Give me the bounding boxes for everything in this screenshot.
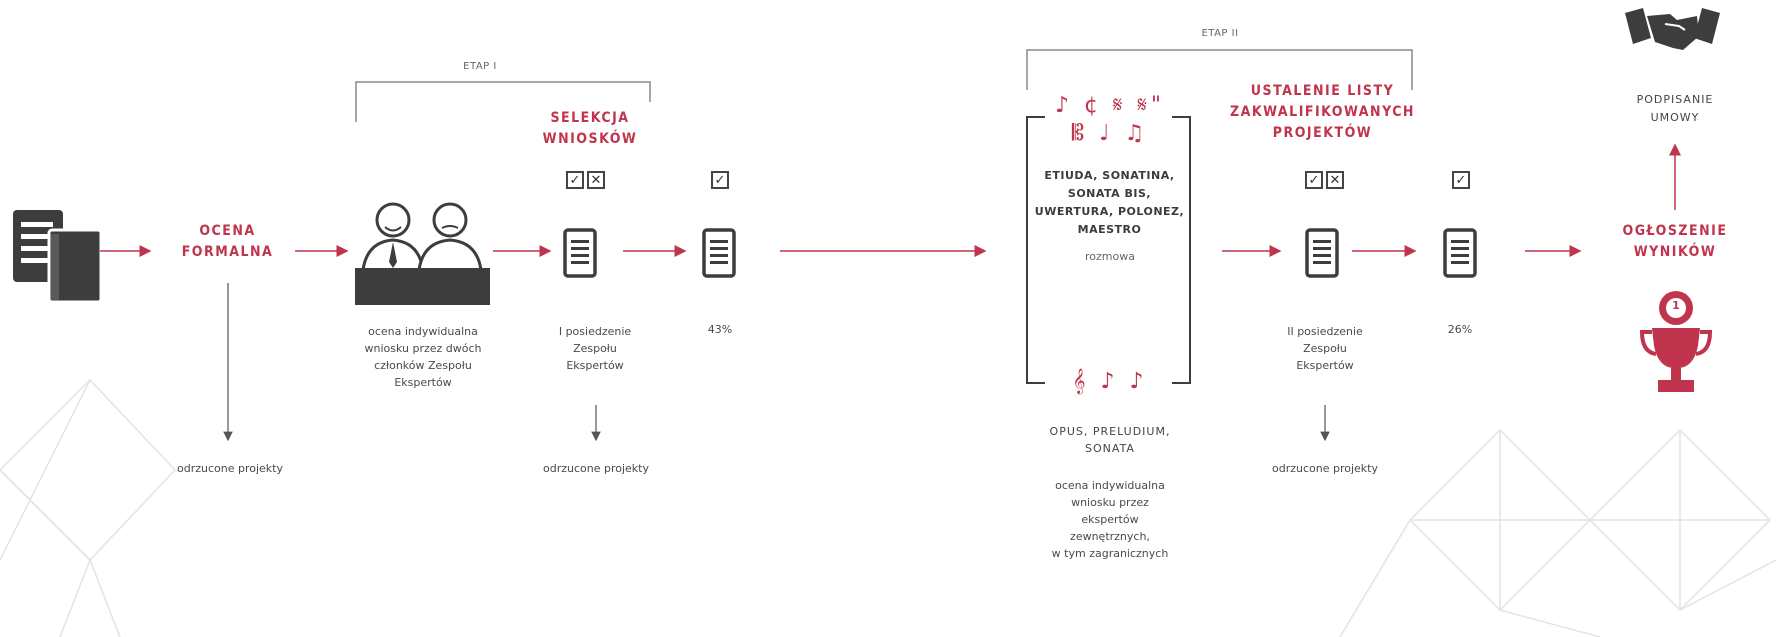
announcement-title: OGŁOSZENIE WYNIKÓW (1622, 223, 1728, 260)
rejected-formal-label: odrzucone projekty (176, 462, 283, 475)
documents-icon (13, 210, 103, 304)
top-programs: ETIUDA, SONATINA, SONATA BIS, UWERTURA, … (1034, 169, 1185, 236)
list-checkboxes: ✓ ✕ (1305, 171, 1344, 189)
check-icon: ✓ (566, 171, 584, 189)
document-icon (563, 228, 597, 278)
meeting1-description: I posiedzenie Zespołu Ekspertów (558, 325, 632, 372)
checkbox-icon: ✓ (1452, 171, 1470, 189)
qualified-list-title: USTALENIE LISTY ZAKWALIFIKOWANYCH PROJEK… (1230, 83, 1415, 141)
interview-label: rozmowa (1085, 250, 1135, 263)
meeting2-description: II posiedzenie Zespołu Ekspertów (1287, 325, 1363, 372)
document-icon (1443, 228, 1477, 278)
trophy-icon (1639, 291, 1713, 392)
stage2-percent: 26% (1447, 323, 1473, 336)
document-icon (702, 228, 736, 278)
experts-description: ocena indywidualna wniosku przez dwóch c… (364, 325, 482, 389)
stage2-label: ETAP II (1201, 28, 1239, 39)
music-notes-icon: 𝄞 ♪ ♪ (1072, 369, 1148, 394)
selection-title: SELEKCJA WNIOSKÓW (542, 110, 638, 147)
experts-icon (355, 202, 490, 305)
cross-icon: ✕ (1326, 171, 1344, 189)
bottom-programs-2: SONATA (1085, 442, 1135, 455)
document-icon (1305, 228, 1339, 278)
checkbox-icon: ✓ (711, 171, 729, 189)
stage1-percent: 43% (707, 323, 733, 336)
rejected-stage2-label: odrzucone projekty (1271, 462, 1378, 475)
stage1-label: ETAP I (463, 61, 497, 72)
trophy-number: 1 (1672, 299, 1680, 312)
rejected-selection-label: odrzucone projekty (542, 462, 649, 475)
signing-title: PODPISANIE UMOWY (1636, 93, 1714, 124)
music-symbols-icon: ♪ ¢ 𝄋 𝄋"𝄡 ♩ ♫ (1054, 93, 1166, 146)
external-description: ocena indywidualna wniosku przez ekspert… (1051, 479, 1169, 560)
cross-icon: ✕ (587, 171, 605, 189)
check-icon: ✓ (1305, 171, 1323, 189)
handshake-icon (1625, 8, 1720, 50)
bottom-programs: OPUS, PRELUDIUM, (1049, 425, 1171, 438)
formal-review-title: OCENA FORMALNA (181, 223, 274, 260)
selection-checkboxes: ✓ ✕ (566, 171, 605, 189)
